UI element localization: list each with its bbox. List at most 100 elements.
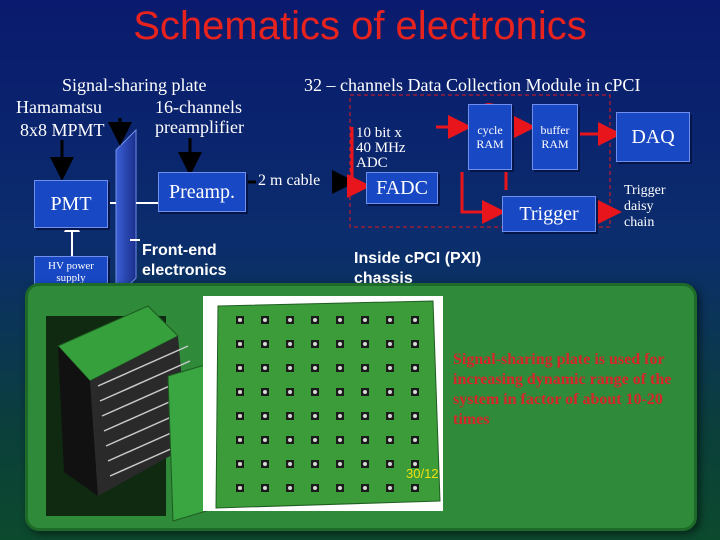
hv-power-supply-box: HV power supply	[34, 256, 108, 288]
trigger-box: Trigger	[502, 196, 596, 232]
pin-head	[363, 462, 367, 466]
pin-head	[313, 486, 317, 490]
pin-head	[288, 390, 292, 394]
cpci-module-outline	[349, 94, 611, 228]
adc-label-2: 40 MHz	[356, 140, 406, 156]
pin-head	[413, 486, 417, 490]
sharing-plate-photo	[203, 296, 443, 511]
pin-head	[263, 462, 267, 466]
pin-head	[313, 438, 317, 442]
pin-head	[313, 318, 317, 322]
module-title: 32 – channels Data Collection Module in …	[304, 75, 641, 95]
pin-head	[413, 318, 417, 322]
pin-head	[338, 342, 342, 346]
pmt-box: PMT	[34, 180, 108, 228]
pin-head	[388, 414, 392, 418]
pin-head	[263, 438, 267, 442]
mpmt-label: 8x8 MPMT	[20, 120, 105, 140]
pin-head	[313, 414, 317, 418]
pin-head	[388, 438, 392, 442]
pin-head	[288, 414, 292, 418]
preamplifier-label: preamplifier	[155, 117, 244, 137]
channels16-label: 16-channels	[155, 97, 242, 117]
pin-head	[288, 462, 292, 466]
slide-number: 30/12	[406, 466, 439, 481]
inside-cpci-label-2: chassis	[354, 270, 413, 287]
pin-head	[363, 390, 367, 394]
daisy-chain-label-3: chain	[624, 215, 655, 230]
signal-sharing-plate-shape	[115, 128, 137, 300]
pin-head	[338, 390, 342, 394]
pin-head	[338, 318, 342, 322]
front-end-label-1: Front-end	[142, 242, 217, 259]
inside-cpci-label-1: Inside cPCI (PXI)	[354, 250, 482, 267]
pin-head	[263, 390, 267, 394]
photo-overlay-panel: Signal-sharing plate is used for increas…	[25, 283, 697, 531]
pin-head	[413, 462, 417, 466]
pin-head	[288, 342, 292, 346]
overlay-caption: Signal-sharing plate is used for increas…	[453, 351, 672, 428]
pin-head	[338, 462, 342, 466]
pin-head	[263, 366, 267, 370]
pin-head	[363, 486, 367, 490]
fadc-box: FADC	[366, 172, 438, 204]
daisy-chain-label-2: daisy	[624, 199, 654, 214]
pin-head	[413, 342, 417, 346]
pin-head	[238, 390, 242, 394]
signal-sharing-plate-label: Signal-sharing plate	[62, 75, 207, 95]
plate-photos	[46, 296, 443, 522]
pin-head	[363, 414, 367, 418]
pin-head	[388, 486, 392, 490]
pin-head	[413, 438, 417, 442]
pin-head	[413, 414, 417, 418]
pin-head	[288, 366, 292, 370]
pin-head	[388, 390, 392, 394]
page-title: Schematics of electronics	[133, 4, 587, 48]
pin-head	[338, 438, 342, 442]
pin-head	[238, 414, 242, 418]
pin-head	[238, 318, 242, 322]
adc-label-3: ADC	[356, 155, 388, 171]
pin-head	[388, 318, 392, 322]
pin-head	[313, 366, 317, 370]
pin-head	[413, 390, 417, 394]
pin-head	[238, 462, 242, 466]
pin-head	[263, 342, 267, 346]
buffer-ram-box: buffer RAM	[532, 104, 578, 170]
pin-head	[363, 366, 367, 370]
pin-head	[263, 318, 267, 322]
pin-head	[238, 366, 242, 370]
pin-head	[288, 486, 292, 490]
pin-head	[313, 390, 317, 394]
adc-label-1: 10 bit x	[356, 125, 402, 141]
pin-head	[263, 414, 267, 418]
pin-head	[238, 486, 242, 490]
pin-head	[238, 342, 242, 346]
arrow-to-trigger	[460, 172, 506, 224]
preamp-box: Preamp.	[158, 172, 246, 212]
pin-head	[263, 486, 267, 490]
pin-head	[363, 318, 367, 322]
pin-head	[313, 342, 317, 346]
pin-head	[413, 366, 417, 370]
pin-head	[388, 462, 392, 466]
pin-head	[288, 318, 292, 322]
front-end-label-2: electronics	[142, 262, 227, 279]
pin-head	[388, 366, 392, 370]
daisy-chain-label-1: Trigger	[624, 183, 666, 198]
pin-grid	[236, 316, 419, 492]
pin-head	[338, 486, 342, 490]
pin-head	[288, 438, 292, 442]
cable-label: 2 m cable	[258, 172, 321, 189]
pin-head	[363, 438, 367, 442]
pin-head	[313, 462, 317, 466]
mpmt-photo	[46, 305, 224, 522]
cycle-ram-box: cycle RAM	[468, 104, 512, 170]
pin-head	[388, 342, 392, 346]
pin-head	[238, 438, 242, 442]
hamamatsu-label: Hamamatsu	[16, 97, 102, 117]
pin-head	[338, 414, 342, 418]
pin-head	[338, 366, 342, 370]
daq-box: DAQ	[616, 112, 690, 162]
